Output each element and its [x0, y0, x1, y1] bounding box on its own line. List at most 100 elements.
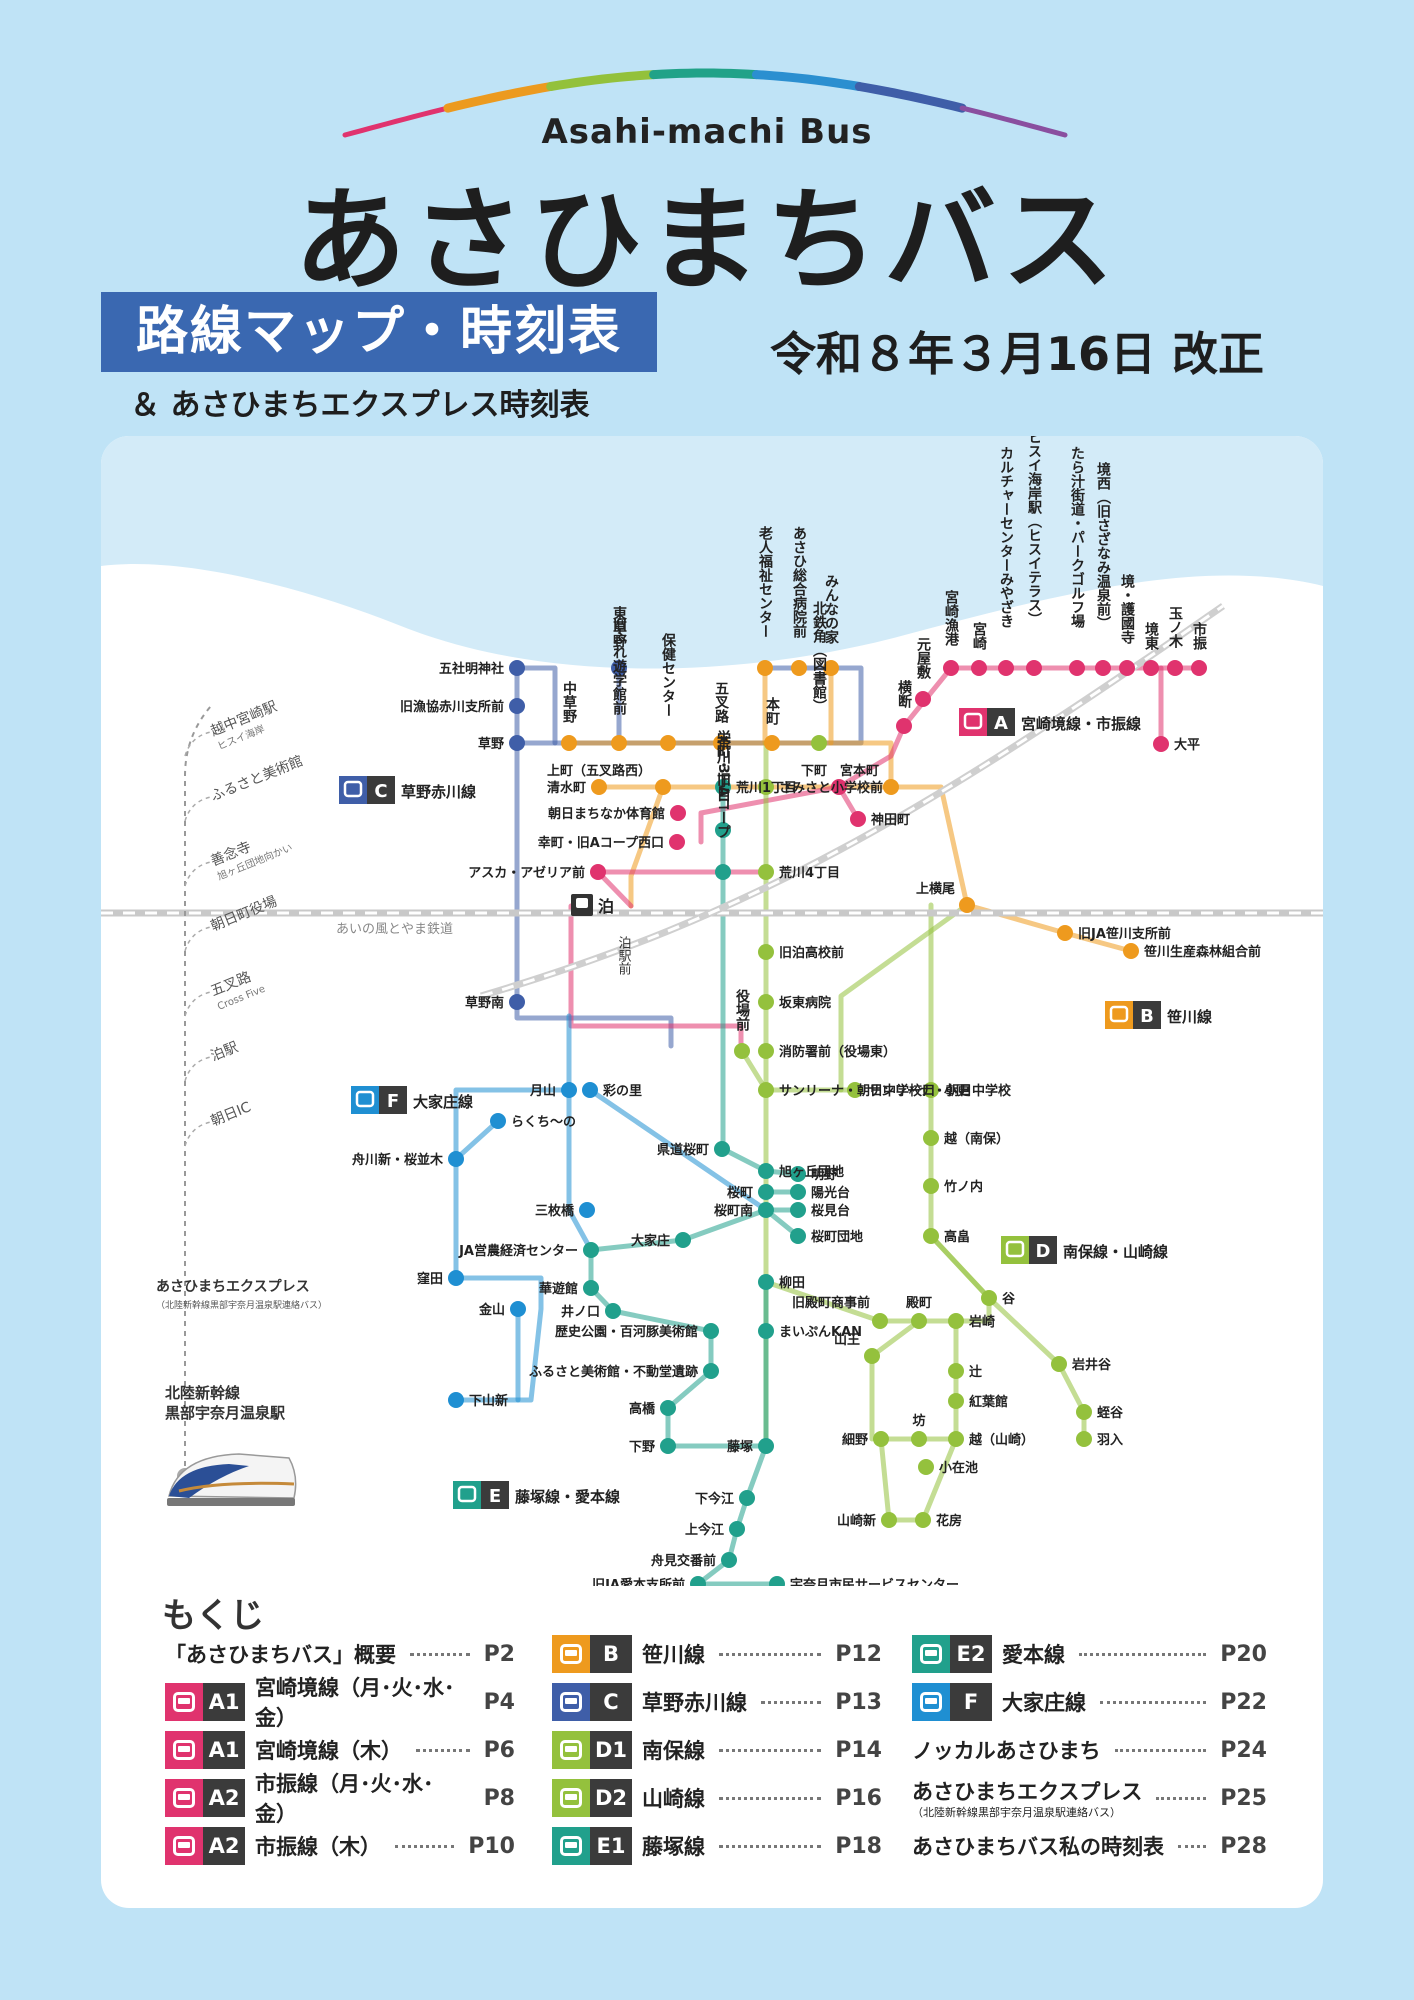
- toc-item-label: あさひまちバス私の時刻表: [912, 1835, 1164, 1859]
- bus-stop-label: 桜見台: [811, 1203, 850, 1219]
- bus-stop-label: 華遊館: [539, 1281, 578, 1297]
- bus-stop: [923, 1178, 939, 1194]
- route-code: B: [1140, 1006, 1154, 1027]
- bus-stop: [758, 1438, 774, 1454]
- bus-stop-label: 陽光台: [811, 1185, 850, 1201]
- leader-dots: [761, 1700, 822, 1704]
- route-code-box: [379, 1086, 407, 1114]
- train-station-icon-window: [576, 898, 588, 908]
- route-line-a: [568, 903, 744, 1049]
- bus-stop: [739, 1490, 755, 1506]
- express-branch: [184, 731, 212, 757]
- bus-stop: [790, 1184, 806, 1200]
- bus-stop: [831, 779, 847, 795]
- bus-stop-label: 下町: [801, 764, 827, 779]
- bus-stop: [715, 779, 731, 795]
- bus-stop: [1057, 925, 1073, 941]
- route-line-f: [566, 1087, 594, 1253]
- leader-dots: [410, 1652, 470, 1656]
- toc-item[interactable]: あさひまちエクスプレス（北陸新幹線黒部宇奈月温泉駅連絡バス）P25: [912, 1778, 1267, 1819]
- toc-item-label: 南保線: [642, 1739, 705, 1763]
- arc-segment: [443, 82, 556, 113]
- bus-stop-label: 旧殿町商事前: [792, 1295, 870, 1311]
- route-badge: F: [912, 1683, 992, 1721]
- bus-icon: [1005, 1240, 1025, 1258]
- toc-page-number: P28: [1220, 1833, 1267, 1859]
- bus-stop: [811, 735, 827, 751]
- leader-dots: [416, 1748, 470, 1752]
- bus-stop: [591, 779, 607, 795]
- toc-page-number: P22: [1220, 1689, 1267, 1715]
- bus-stop: [823, 660, 839, 676]
- bus-stop-label: 荒川1丁目: [735, 780, 797, 796]
- bus-stop: [655, 779, 671, 795]
- express-note: （北陸新幹線黒部宇奈月温泉駅連絡バス）: [156, 1299, 327, 1311]
- bus-stop: [896, 718, 912, 734]
- bus-icon: [1109, 1005, 1129, 1023]
- bus-stop: [758, 1082, 774, 1098]
- bus-stop: [1026, 660, 1042, 676]
- route-map: あいの風とやま鉄道泊泊駅前 五社明神社旧漁協赤川支所前草野草野南東草野中草野旧ふ…: [101, 436, 1323, 1586]
- toc-page-number: P2: [483, 1641, 515, 1667]
- bus-stop-label: 岩井谷: [1071, 1357, 1112, 1373]
- arc-segment: [751, 70, 864, 91]
- express-stop-label: 朝日IC: [209, 1099, 254, 1130]
- express-branch: [184, 1121, 212, 1147]
- bus-stop: [509, 698, 525, 714]
- bus-stop-label: 舟見交番前: [651, 1553, 716, 1569]
- bus-stop-label: 荒川3丁目: [715, 735, 732, 803]
- route-name: 大家庄線: [413, 1093, 473, 1111]
- brand-english: Asahi-machi Bus: [541, 112, 873, 152]
- toc-item-label: 藤塚線: [642, 1835, 705, 1859]
- bus-stop-label: 歴史公園・百河豚美術館: [555, 1324, 698, 1340]
- bus-icon: [552, 1779, 590, 1817]
- bus-stop: [1143, 660, 1159, 676]
- route-f-badge-icon: [351, 1086, 379, 1114]
- route-line-f: [587, 1087, 769, 1213]
- toc-item[interactable]: あさひまちバス私の時刻表 P28: [912, 1826, 1267, 1866]
- bus-stop-label: みんなの家: [823, 574, 839, 645]
- leader-dots: [719, 1652, 822, 1656]
- route-badge: A1: [165, 1731, 245, 1769]
- tomari-station-label: 泊: [598, 897, 614, 916]
- bus-stop-label: 桜町南: [714, 1203, 753, 1219]
- bus-stop-label: 玉ノ木: [1167, 606, 1184, 649]
- bus-stop: [790, 1202, 806, 1218]
- bus-icon: [912, 1683, 950, 1721]
- bus-stop: [703, 1363, 719, 1379]
- bus-stop: [510, 1301, 526, 1317]
- bus-stop-label: 高畠: [944, 1229, 970, 1245]
- bus-icon: [355, 1090, 375, 1108]
- bus-stop: [758, 1184, 774, 1200]
- route-code: D2: [590, 1779, 632, 1817]
- bus-icon: [963, 712, 983, 730]
- bus-stop: [758, 779, 774, 795]
- bus-stop-label: 朝日まちなか体育館: [548, 806, 665, 822]
- route-code-box: [987, 708, 1015, 736]
- toc-item-label: 山崎線: [642, 1787, 705, 1811]
- bus-stop-label: 下山新: [469, 1393, 508, 1409]
- bus-stop-label: 旧ふれ遊学館前: [611, 617, 628, 716]
- toc-item-label: 草野赤川線: [642, 1691, 747, 1715]
- bus-stop-label: 明野: [811, 1168, 837, 1183]
- express-branch: [184, 926, 212, 952]
- toc-title: もくじ: [162, 1596, 264, 1636]
- bus-stop: [758, 944, 774, 960]
- route-c-badge-icon: [339, 776, 367, 804]
- express-route-line: [184, 705, 212, 1476]
- bus-stop: [715, 864, 731, 880]
- bus-stop-label: 幸町・旧Aコープ西口: [538, 835, 664, 851]
